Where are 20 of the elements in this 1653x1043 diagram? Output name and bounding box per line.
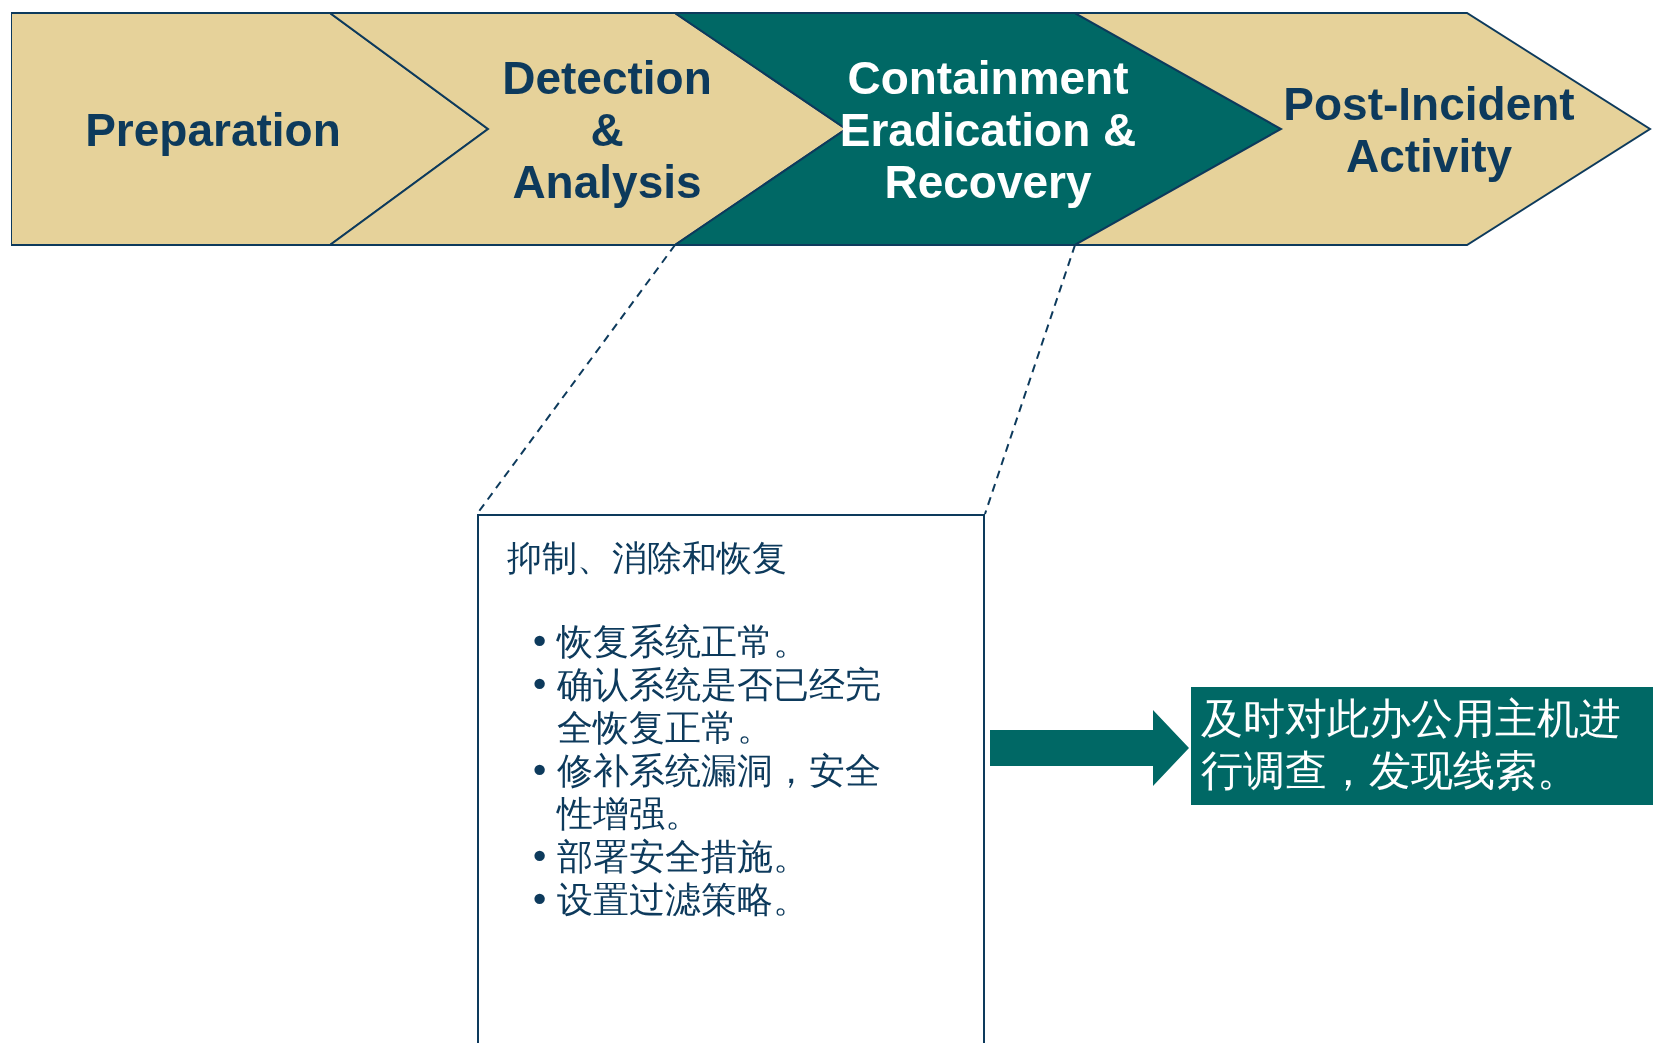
chevron-step bbox=[11, 12, 489, 247]
bullet-text: 修补系统漏洞，安全性增强。 bbox=[557, 750, 881, 834]
bullet-mark: • bbox=[529, 663, 551, 706]
step-label: Containment Eradication & Recovery bbox=[838, 51, 1138, 208]
detail-box bbox=[477, 514, 985, 1043]
bullet-text: 部署安全措施。 bbox=[557, 836, 809, 877]
bullet-text: 设置过滤策略。 bbox=[557, 879, 809, 920]
note-box: 及时对此办公用主机进行调查，发现线索。 bbox=[1191, 687, 1653, 805]
block-arrow bbox=[990, 710, 1189, 786]
bullet-mark: • bbox=[529, 835, 551, 878]
bullet-text: 恢复系统正常。 bbox=[557, 621, 809, 662]
step-label: Preparation bbox=[84, 103, 342, 156]
step-label: Detection & Analysis bbox=[501, 51, 713, 208]
bullet-mark: • bbox=[529, 620, 551, 663]
dashed-line bbox=[984, 244, 1076, 515]
bullet-text: 确认系统是否已经完全恢复正常。 bbox=[557, 664, 881, 748]
box-heading: 抑制、消除和恢复 bbox=[507, 537, 787, 580]
step-label: Post-Incident Activity bbox=[1282, 77, 1576, 182]
bullet-mark: • bbox=[529, 749, 551, 792]
bullet-mark: • bbox=[529, 878, 551, 921]
